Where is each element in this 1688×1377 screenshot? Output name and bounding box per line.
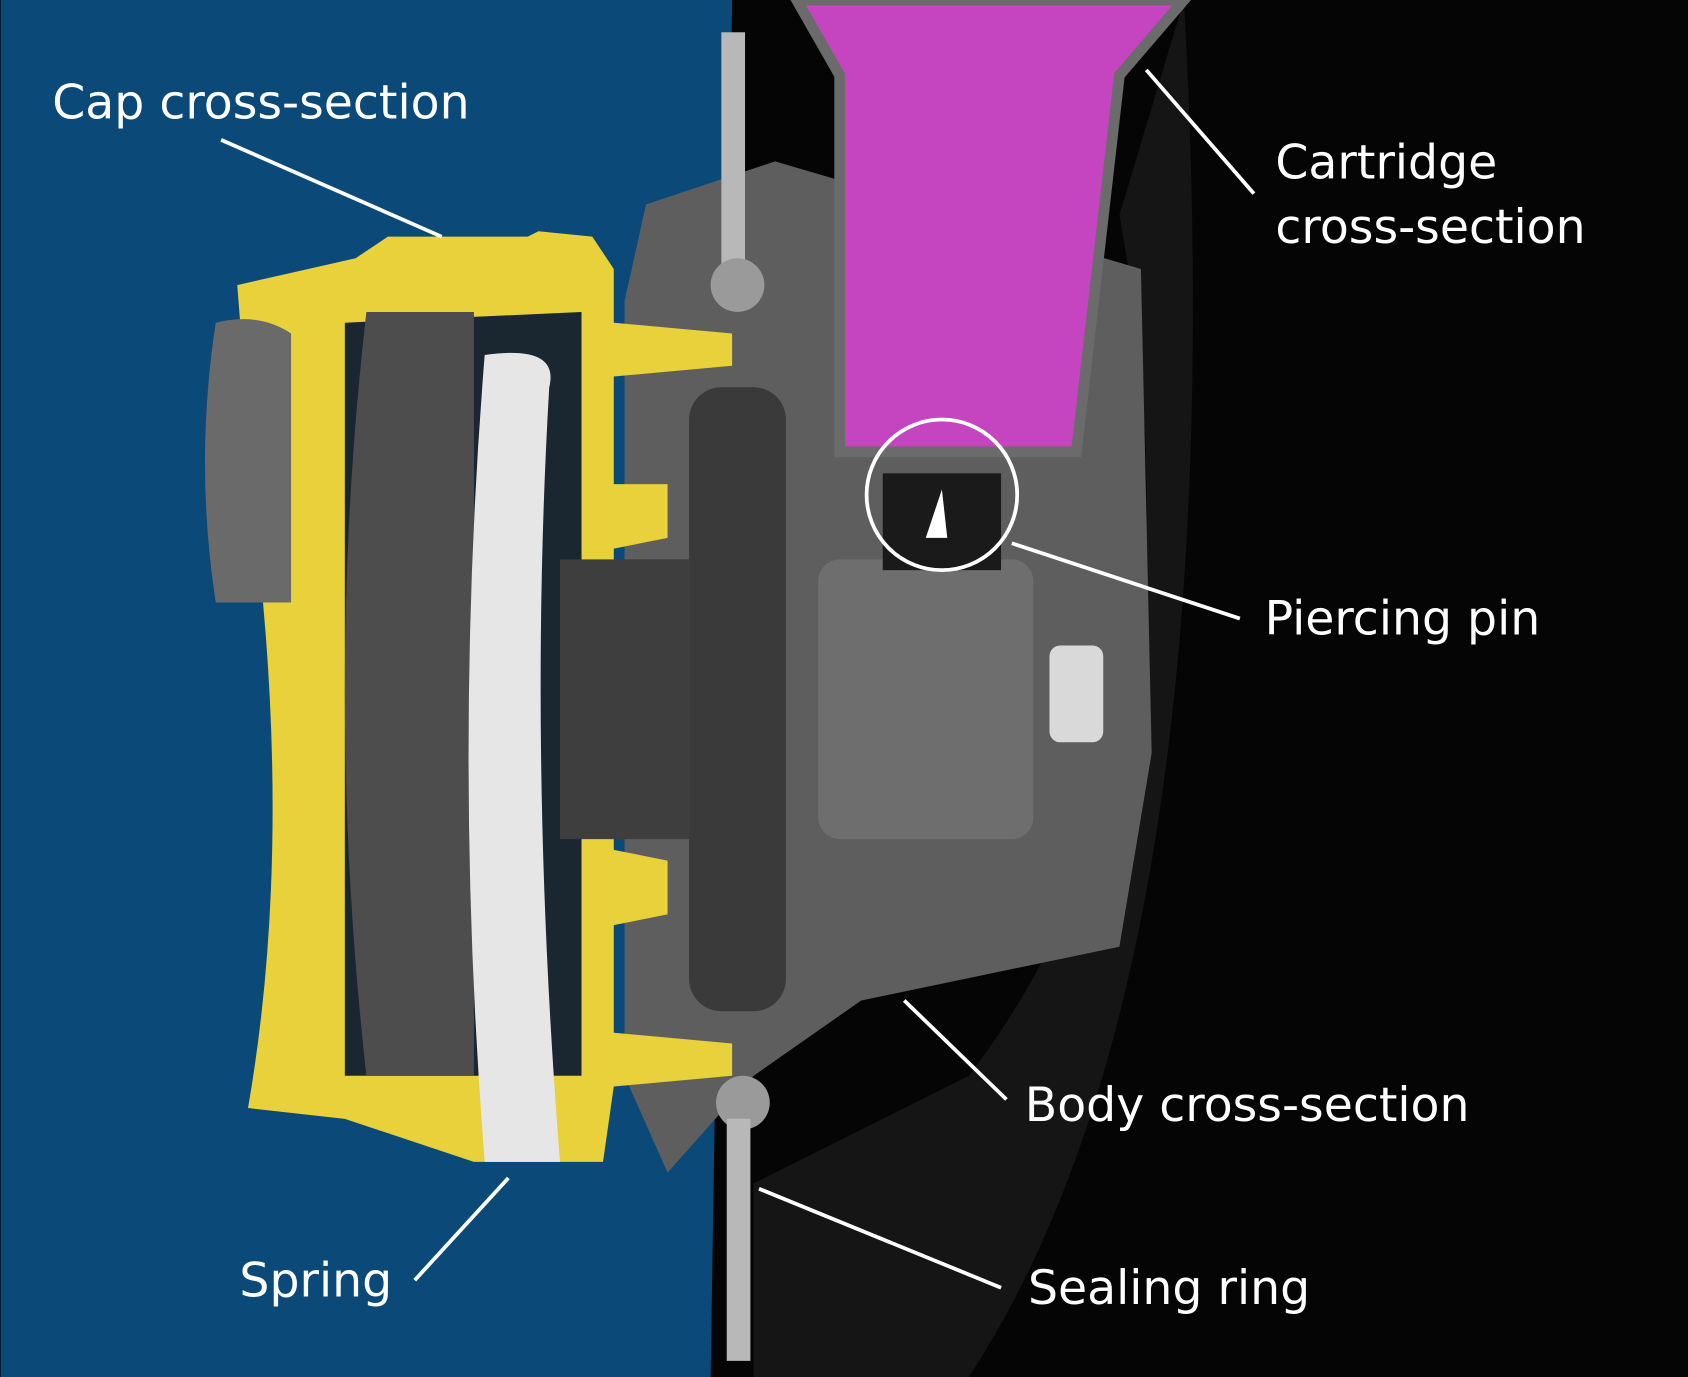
cartridge-label-line2: cross-section [1275, 200, 1585, 255]
sealing-ring-leader-line [758, 1186, 1002, 1290]
spring-label: Spring [239, 1253, 392, 1308]
cap-leader-line [220, 138, 443, 239]
body-leader-line [902, 999, 1008, 1101]
cap-label: Cap cross-section [52, 75, 469, 130]
piercing-pin-label: Piercing pin [1265, 592, 1541, 647]
cartridge-leader-line [1144, 68, 1256, 195]
device-shadow [753, 0, 1193, 1377]
spring-part [468, 352, 560, 1162]
piercing-pin-leader-line [1011, 541, 1241, 621]
cartridge-cross-section [790, 0, 1192, 458]
sealing-ring-label: Sealing ring [1028, 1261, 1310, 1316]
sealing-ring [710, 32, 770, 1361]
body-label: Body cross-section [1025, 1078, 1470, 1133]
cartridge-label-line1: Cartridge [1275, 136, 1497, 191]
spring-leader-line [413, 1176, 510, 1282]
piercing-pin-highlight-circle [864, 417, 1020, 573]
